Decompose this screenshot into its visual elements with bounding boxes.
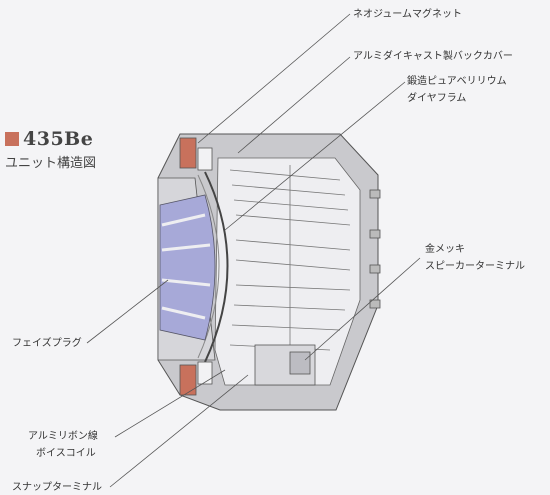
label-terminal-line1: 金メッキ bbox=[425, 244, 465, 255]
label-neodymium-magnet: ネオジュームマグネット bbox=[353, 9, 462, 20]
label-diaphragm-line1: 鍛造ピュアベリリウム bbox=[407, 76, 507, 87]
phase-plug-body bbox=[159, 194, 216, 341]
rear-chamber bbox=[214, 157, 361, 386]
diagram-subtitle: ユニット構造図 bbox=[5, 156, 97, 171]
model-title: 435Be bbox=[23, 128, 94, 150]
voice-coil-bottom bbox=[197, 361, 213, 385]
label-diaphragm-line2: ダイヤフラム bbox=[407, 93, 467, 104]
label-voice-coil-line1: アルミリボン線 bbox=[28, 431, 98, 442]
label-terminal-line2: スピーカーターミナル bbox=[425, 261, 525, 272]
cooling-fins bbox=[229, 165, 351, 375]
diagram-title-block: 435Be ユニット構造図 bbox=[5, 128, 96, 171]
label-snap-terminal: スナップターミナル bbox=[12, 482, 102, 493]
label-back-cover: アルミダイキャスト製バックカバー bbox=[353, 51, 513, 62]
voice-coil-top bbox=[197, 147, 213, 171]
leader-lines bbox=[86, 13, 421, 488]
label-voice-coil-line2: ボイスコイル bbox=[36, 448, 96, 459]
magnet-top bbox=[179, 137, 197, 169]
title-swatch bbox=[5, 132, 19, 146]
side-bolts bbox=[369, 189, 381, 309]
dome-inner bbox=[197, 174, 220, 359]
beryllium-diaphragm bbox=[204, 171, 229, 363]
terminal-post bbox=[289, 351, 311, 375]
magnet-bottom bbox=[179, 364, 197, 396]
label-phase-plug: フェイズプラグ bbox=[12, 338, 82, 349]
phase-plug-slots bbox=[161, 213, 211, 320]
